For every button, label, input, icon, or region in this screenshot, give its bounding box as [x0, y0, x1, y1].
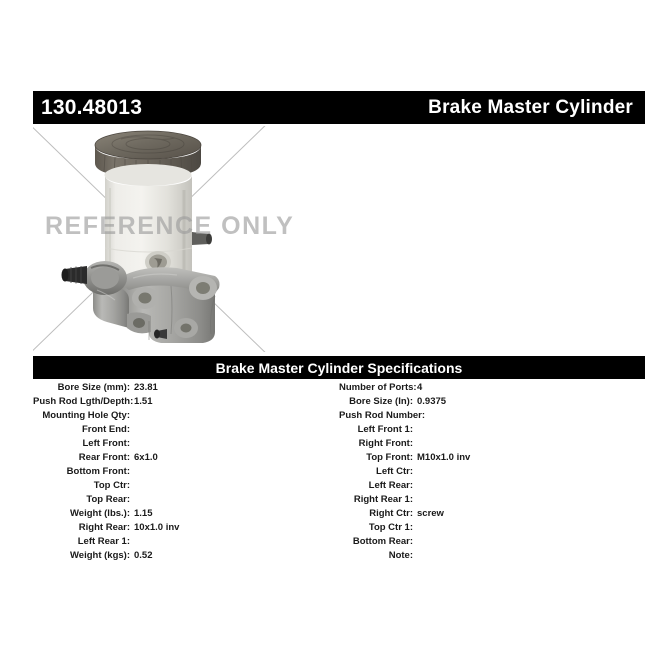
brake-master-cylinder-photo	[61, 130, 220, 343]
spec-label: Top Ctr:	[93, 480, 130, 491]
spec-row: Left Rear 1:	[33, 535, 339, 549]
spec-value: 0.52	[134, 550, 153, 561]
reference-only-watermark: REFERENCE ONLY	[45, 212, 295, 240]
specifications-table: Bore Size (mm): 23.81 Push Rod Lgth/Dept…	[33, 381, 645, 563]
spec-label: Note:	[388, 550, 413, 561]
product-image-region: REFERENCE ONLY	[33, 126, 645, 352]
spec-label: Top Rear:	[86, 494, 130, 505]
spec-row: Note:	[339, 549, 645, 563]
spec-value	[413, 521, 645, 535]
spec-row: Right Rear 1:	[339, 493, 645, 507]
spec-value	[130, 465, 339, 479]
spec-value: 0.9375	[417, 396, 447, 407]
spec-row: Left Front 1:	[339, 423, 645, 437]
spec-label: Bottom Front:	[66, 466, 130, 477]
product-title: Brake Master Cylinder	[428, 97, 633, 118]
spec-row: Top Ctr 1:	[339, 521, 645, 535]
spec-label: Weight (kgs):	[70, 550, 130, 561]
spec-value	[413, 409, 645, 423]
part-number: 130.48013	[41, 96, 143, 119]
spec-row: Right Front:	[339, 437, 645, 451]
spec-value	[130, 493, 339, 507]
spec-row: Weight (lbs.): 1.15	[33, 507, 339, 521]
spec-row: Top Rear:	[33, 493, 339, 507]
spec-label: Right Rear 1:	[353, 494, 413, 505]
spec-label: Left Rear 1:	[77, 536, 130, 547]
spec-value: 1.15	[134, 508, 153, 519]
spec-label: Front End:	[81, 424, 130, 435]
spec-label: Top Ctr 1:	[368, 522, 413, 533]
spec-value	[130, 423, 339, 437]
spec-label: Mounting Hole Qty:	[42, 410, 130, 421]
spec-row: Number of Ports: 4	[339, 381, 645, 395]
spec-label: Rear Front:	[78, 452, 130, 463]
spec-label: Left Rear:	[368, 480, 413, 491]
spec-value	[413, 493, 645, 507]
spec-row: Left Ctr:	[339, 465, 645, 479]
spec-label: Left Front 1:	[357, 424, 413, 435]
spec-value	[130, 437, 339, 451]
spec-label: Bottom Rear:	[352, 536, 413, 547]
spec-row: Bore Size (In): 0.9375	[339, 395, 645, 409]
spec-label: Right Front:	[358, 438, 413, 449]
specifications-header-bar: Brake Master Cylinder Specifications	[33, 356, 645, 379]
spec-value: 10x1.0 inv	[134, 522, 180, 533]
spec-row: Push Rod Number:	[339, 409, 645, 423]
specifications-right-column: Number of Ports: 4 Bore Size (In): 0.937…	[339, 381, 645, 563]
spec-label: Bore Size (In):	[349, 396, 413, 407]
spec-value: 1.51	[134, 396, 153, 407]
specifications-left-column: Bore Size (mm): 23.81 Push Rod Lgth/Dept…	[33, 381, 339, 563]
spec-value	[413, 423, 645, 437]
spec-label: Weight (lbs.):	[70, 508, 130, 519]
spec-value	[413, 535, 645, 549]
spec-label: Bore Size (mm):	[57, 382, 130, 393]
spec-label: Right Ctr:	[369, 508, 413, 519]
spec-value: 23.81	[134, 382, 158, 393]
spec-row: Top Front: M10x1.0 inv	[339, 451, 645, 465]
spec-value: 6x1.0	[134, 452, 158, 463]
spec-label: Number of Ports:	[339, 382, 417, 393]
product-header-bar: 130.48013 Brake Master Cylinder	[33, 91, 645, 124]
spec-value	[413, 479, 645, 493]
spec-value	[130, 479, 339, 493]
spec-value	[413, 465, 645, 479]
spec-label: Top Front:	[366, 452, 413, 463]
spec-value	[130, 409, 339, 423]
spec-row: Left Front:	[33, 437, 339, 451]
spec-row: Top Ctr:	[33, 479, 339, 493]
spec-row: Bottom Front:	[33, 465, 339, 479]
spec-row: Bottom Rear:	[339, 535, 645, 549]
spec-row: Front End:	[33, 423, 339, 437]
spec-value: 4	[417, 382, 423, 393]
spec-value	[413, 437, 645, 451]
spec-value	[413, 549, 645, 563]
spec-label: Push Rod Number:	[339, 410, 426, 421]
spec-row: Right Ctr: screw	[339, 507, 645, 521]
spec-label: Push Rod Lgth/Depth:	[33, 396, 134, 407]
spec-row: Rear Front: 6x1.0	[33, 451, 339, 465]
spec-label: Left Front:	[82, 438, 131, 449]
spec-value	[130, 535, 339, 549]
spec-row: Left Rear:	[339, 479, 645, 493]
specifications-title: Brake Master Cylinder Specifications	[215, 359, 463, 376]
spec-row: Right Rear: 10x1.0 inv	[33, 521, 339, 535]
spec-label: Left Ctr:	[376, 466, 413, 477]
spec-row: Mounting Hole Qty:	[33, 409, 339, 423]
spec-row: Push Rod Lgth/Depth: 1.51	[33, 395, 339, 409]
spec-label: Right Rear:	[78, 522, 130, 533]
spec-value: M10x1.0 inv	[417, 452, 471, 463]
spec-row: Weight (kgs): 0.52	[33, 549, 339, 563]
spec-row: Bore Size (mm): 23.81	[33, 381, 339, 395]
spec-value: screw	[417, 508, 444, 519]
